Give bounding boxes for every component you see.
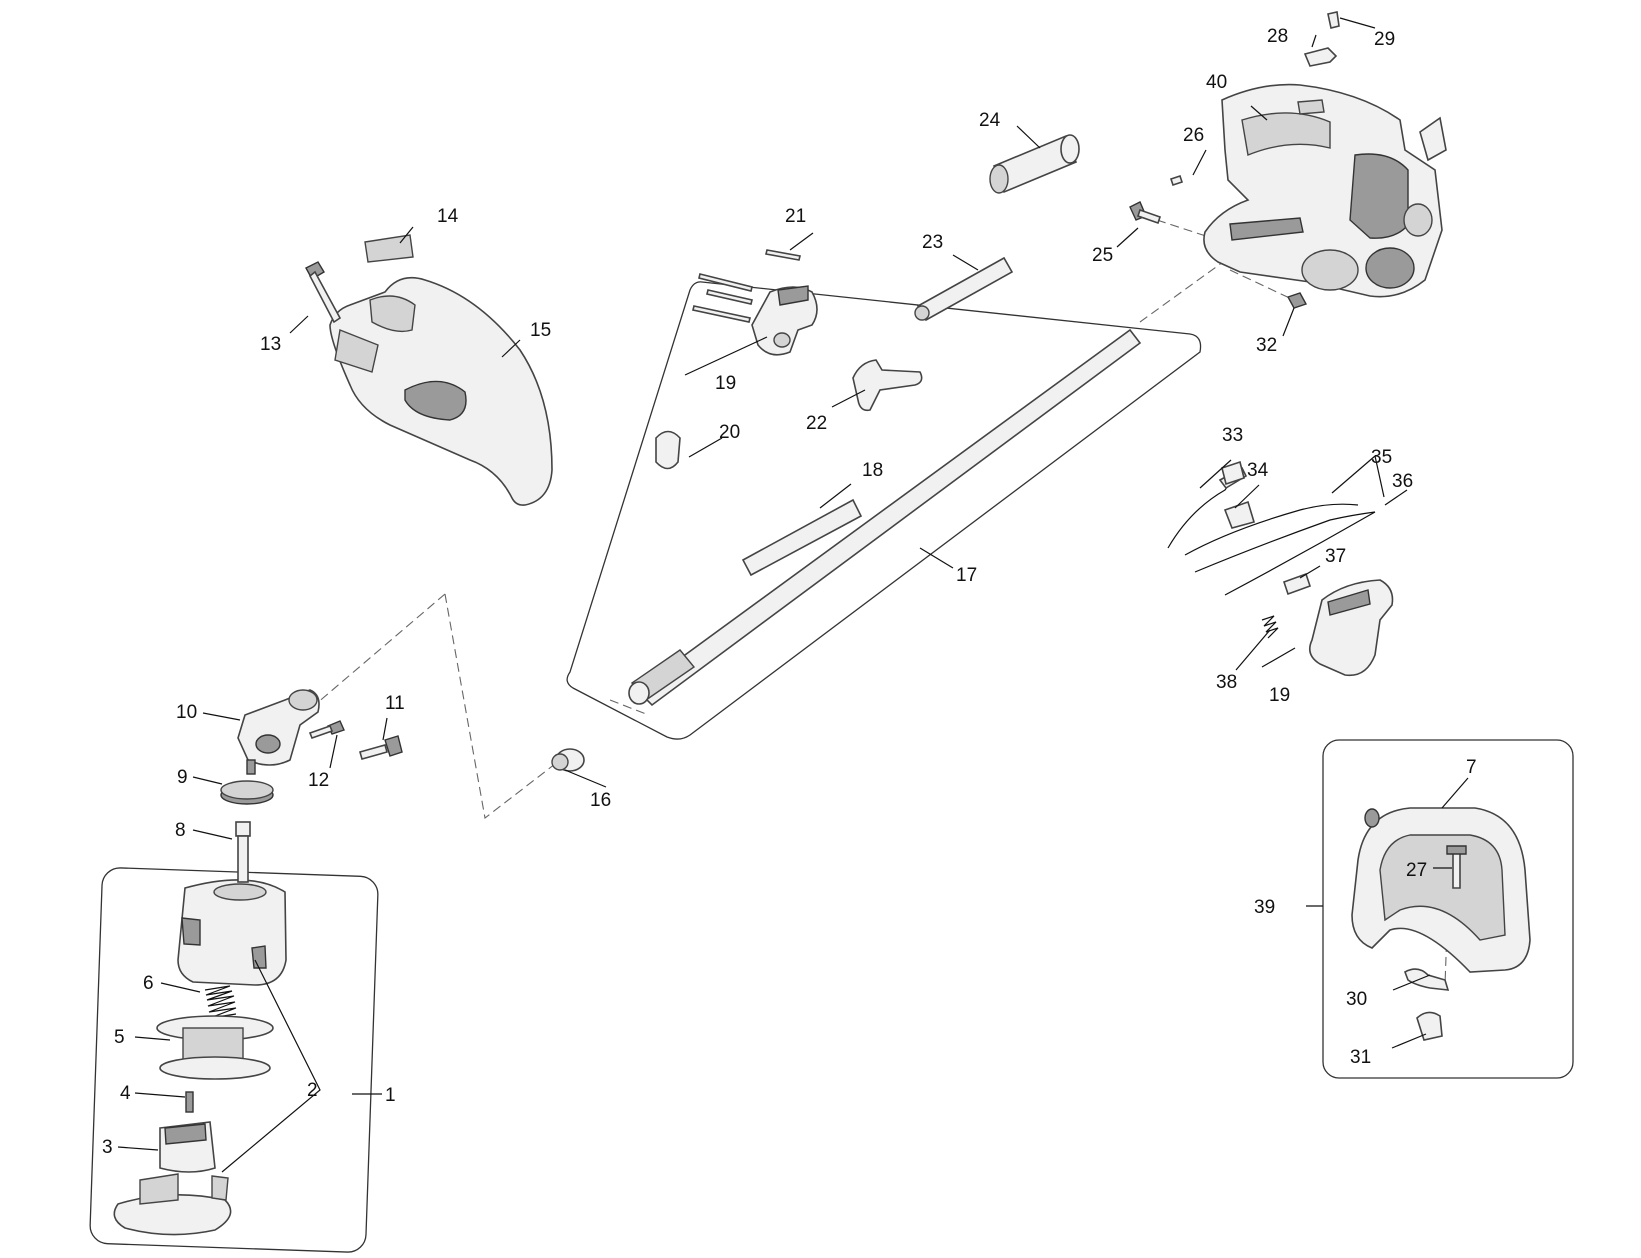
gearhead-screw <box>308 720 345 740</box>
callout-36: 36 <box>1392 471 1413 492</box>
rubber-grommet <box>655 430 681 470</box>
callout-14: 14 <box>437 206 459 227</box>
terminal-37 <box>1282 572 1312 596</box>
eyelet-screw <box>185 1091 194 1113</box>
callout-4: 4 <box>120 1083 131 1104</box>
clamp-plate-30 <box>1404 968 1450 991</box>
callout-19-lower: 19 <box>1269 685 1290 706</box>
handle-bolt-27 <box>1446 845 1467 889</box>
spring <box>204 985 237 1019</box>
spindle-shaft <box>235 821 251 883</box>
callout-9: 9 <box>177 767 188 788</box>
callout-10: 10 <box>176 702 197 723</box>
callout-11: 11 <box>385 693 405 714</box>
callout-12: 12 <box>308 770 329 791</box>
spindle-washer <box>220 780 274 805</box>
rear-handle-half <box>1309 579 1394 677</box>
gearhead <box>237 689 320 775</box>
callout-21: 21 <box>785 206 806 227</box>
engine <box>1203 83 1447 298</box>
callout-20: 20 <box>719 422 740 443</box>
throttle-handle-half <box>751 285 818 356</box>
nut-32 <box>1286 292 1308 309</box>
callout-labels: 1 2 3 4 5 6 7 8 9 10 11 12 13 14 15 16 1… <box>102 26 1477 1158</box>
callout-17: 17 <box>956 565 977 586</box>
callout-1: 1 <box>385 1085 396 1106</box>
callout-27: 27 <box>1406 860 1427 881</box>
callout-33: 33 <box>1222 425 1243 446</box>
callout-22: 22 <box>806 413 827 434</box>
wire-36 <box>1224 511 1376 596</box>
callout-8: 8 <box>175 820 186 841</box>
bracket-28 <box>1303 47 1338 67</box>
callout-37: 37 <box>1325 546 1346 567</box>
shaft-group-outline <box>566 281 1202 740</box>
throttle-trigger <box>852 359 923 412</box>
head-cover <box>113 1173 232 1236</box>
callout-39: 39 <box>1254 897 1275 918</box>
clamp-bolt <box>359 735 403 760</box>
drive-shaft-tube <box>628 328 1142 707</box>
leader-lines <box>117 17 1469 1173</box>
shield-bolt <box>305 261 342 324</box>
assembly-line-shaft-end <box>609 699 647 715</box>
trimmer-head-housing <box>177 879 287 986</box>
assembly-line-engine <box>1139 261 1224 323</box>
callout-40: 40 <box>1206 72 1227 93</box>
spool <box>156 1015 274 1080</box>
callout-16: 16 <box>590 790 611 811</box>
grip-sleeve <box>989 134 1080 194</box>
callout-2: 2 <box>307 1080 318 1101</box>
screw-29 <box>1327 11 1340 29</box>
assembly-line-gearhead <box>315 593 446 705</box>
bump-knob <box>159 1121 216 1173</box>
handle-screws <box>692 249 801 323</box>
assembly-line-bushing <box>444 593 556 819</box>
callout-38: 38 <box>1216 672 1237 693</box>
handle-group-box <box>1322 739 1574 1079</box>
wiring-harness <box>1184 503 1376 573</box>
callout-34: 34 <box>1247 460 1269 481</box>
callout-23: 23 <box>922 232 943 253</box>
ignition-switch <box>1223 500 1256 529</box>
callout-7: 7 <box>1466 757 1477 778</box>
callout-18: 18 <box>862 460 883 481</box>
shaft-bushing <box>551 748 585 772</box>
callout-31: 31 <box>1350 1047 1371 1068</box>
callout-26: 26 <box>1183 125 1204 146</box>
shield-label <box>364 234 414 263</box>
wing-nut-31 <box>1416 1011 1443 1041</box>
spring-38 <box>1261 615 1279 639</box>
callout-29: 29 <box>1374 29 1395 50</box>
callout-35: 35 <box>1371 447 1392 468</box>
aux-handle-loop <box>1351 807 1531 973</box>
throttle-pin <box>914 256 1014 322</box>
muffler-bolt <box>1129 201 1162 225</box>
callout-30: 30 <box>1346 989 1367 1010</box>
callout-3: 3 <box>102 1137 113 1158</box>
callout-13: 13 <box>260 334 281 355</box>
debris-shield <box>329 276 553 506</box>
callout-19-upper: 19 <box>715 373 736 394</box>
callout-6: 6 <box>143 973 154 994</box>
shaft-label <box>741 498 863 577</box>
assembly-line-bolt25 <box>1156 219 1219 241</box>
callout-25: 25 <box>1092 245 1113 266</box>
switch-wire <box>1221 460 1245 486</box>
callout-32: 32 <box>1256 335 1277 356</box>
assembly-line-nut32 <box>1229 269 1299 303</box>
callout-28: 28 <box>1267 26 1288 47</box>
callout-5: 5 <box>114 1027 125 1048</box>
small-screw-26 <box>1169 174 1184 187</box>
callout-15: 15 <box>530 320 551 341</box>
callout-24: 24 <box>979 110 1001 131</box>
